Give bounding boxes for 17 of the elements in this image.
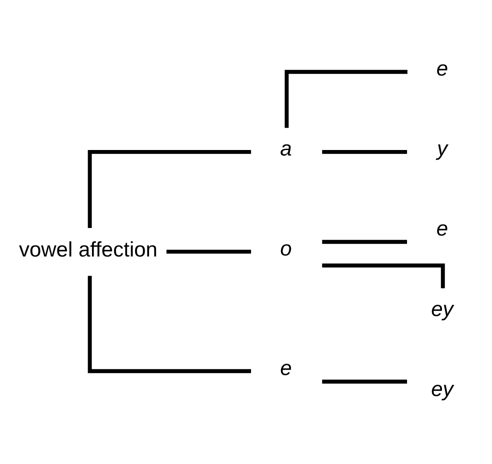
connector [322, 240, 408, 244]
connector [322, 150, 408, 154]
connector [322, 380, 408, 384]
node-text: a [280, 138, 292, 161]
node-text: e [436, 58, 448, 81]
connector [88, 276, 252, 374]
connector [88, 150, 252, 228]
node-text: e [436, 218, 448, 241]
node-text: vowel affection [18, 238, 158, 262]
node-text: ey [431, 298, 454, 321]
node-text: y [436, 138, 448, 161]
connector [166, 250, 252, 254]
node-text: o [280, 237, 292, 260]
connector [322, 264, 445, 288]
node-text: ey [431, 378, 454, 401]
connector [284, 70, 408, 128]
node-text: e [280, 356, 292, 380]
